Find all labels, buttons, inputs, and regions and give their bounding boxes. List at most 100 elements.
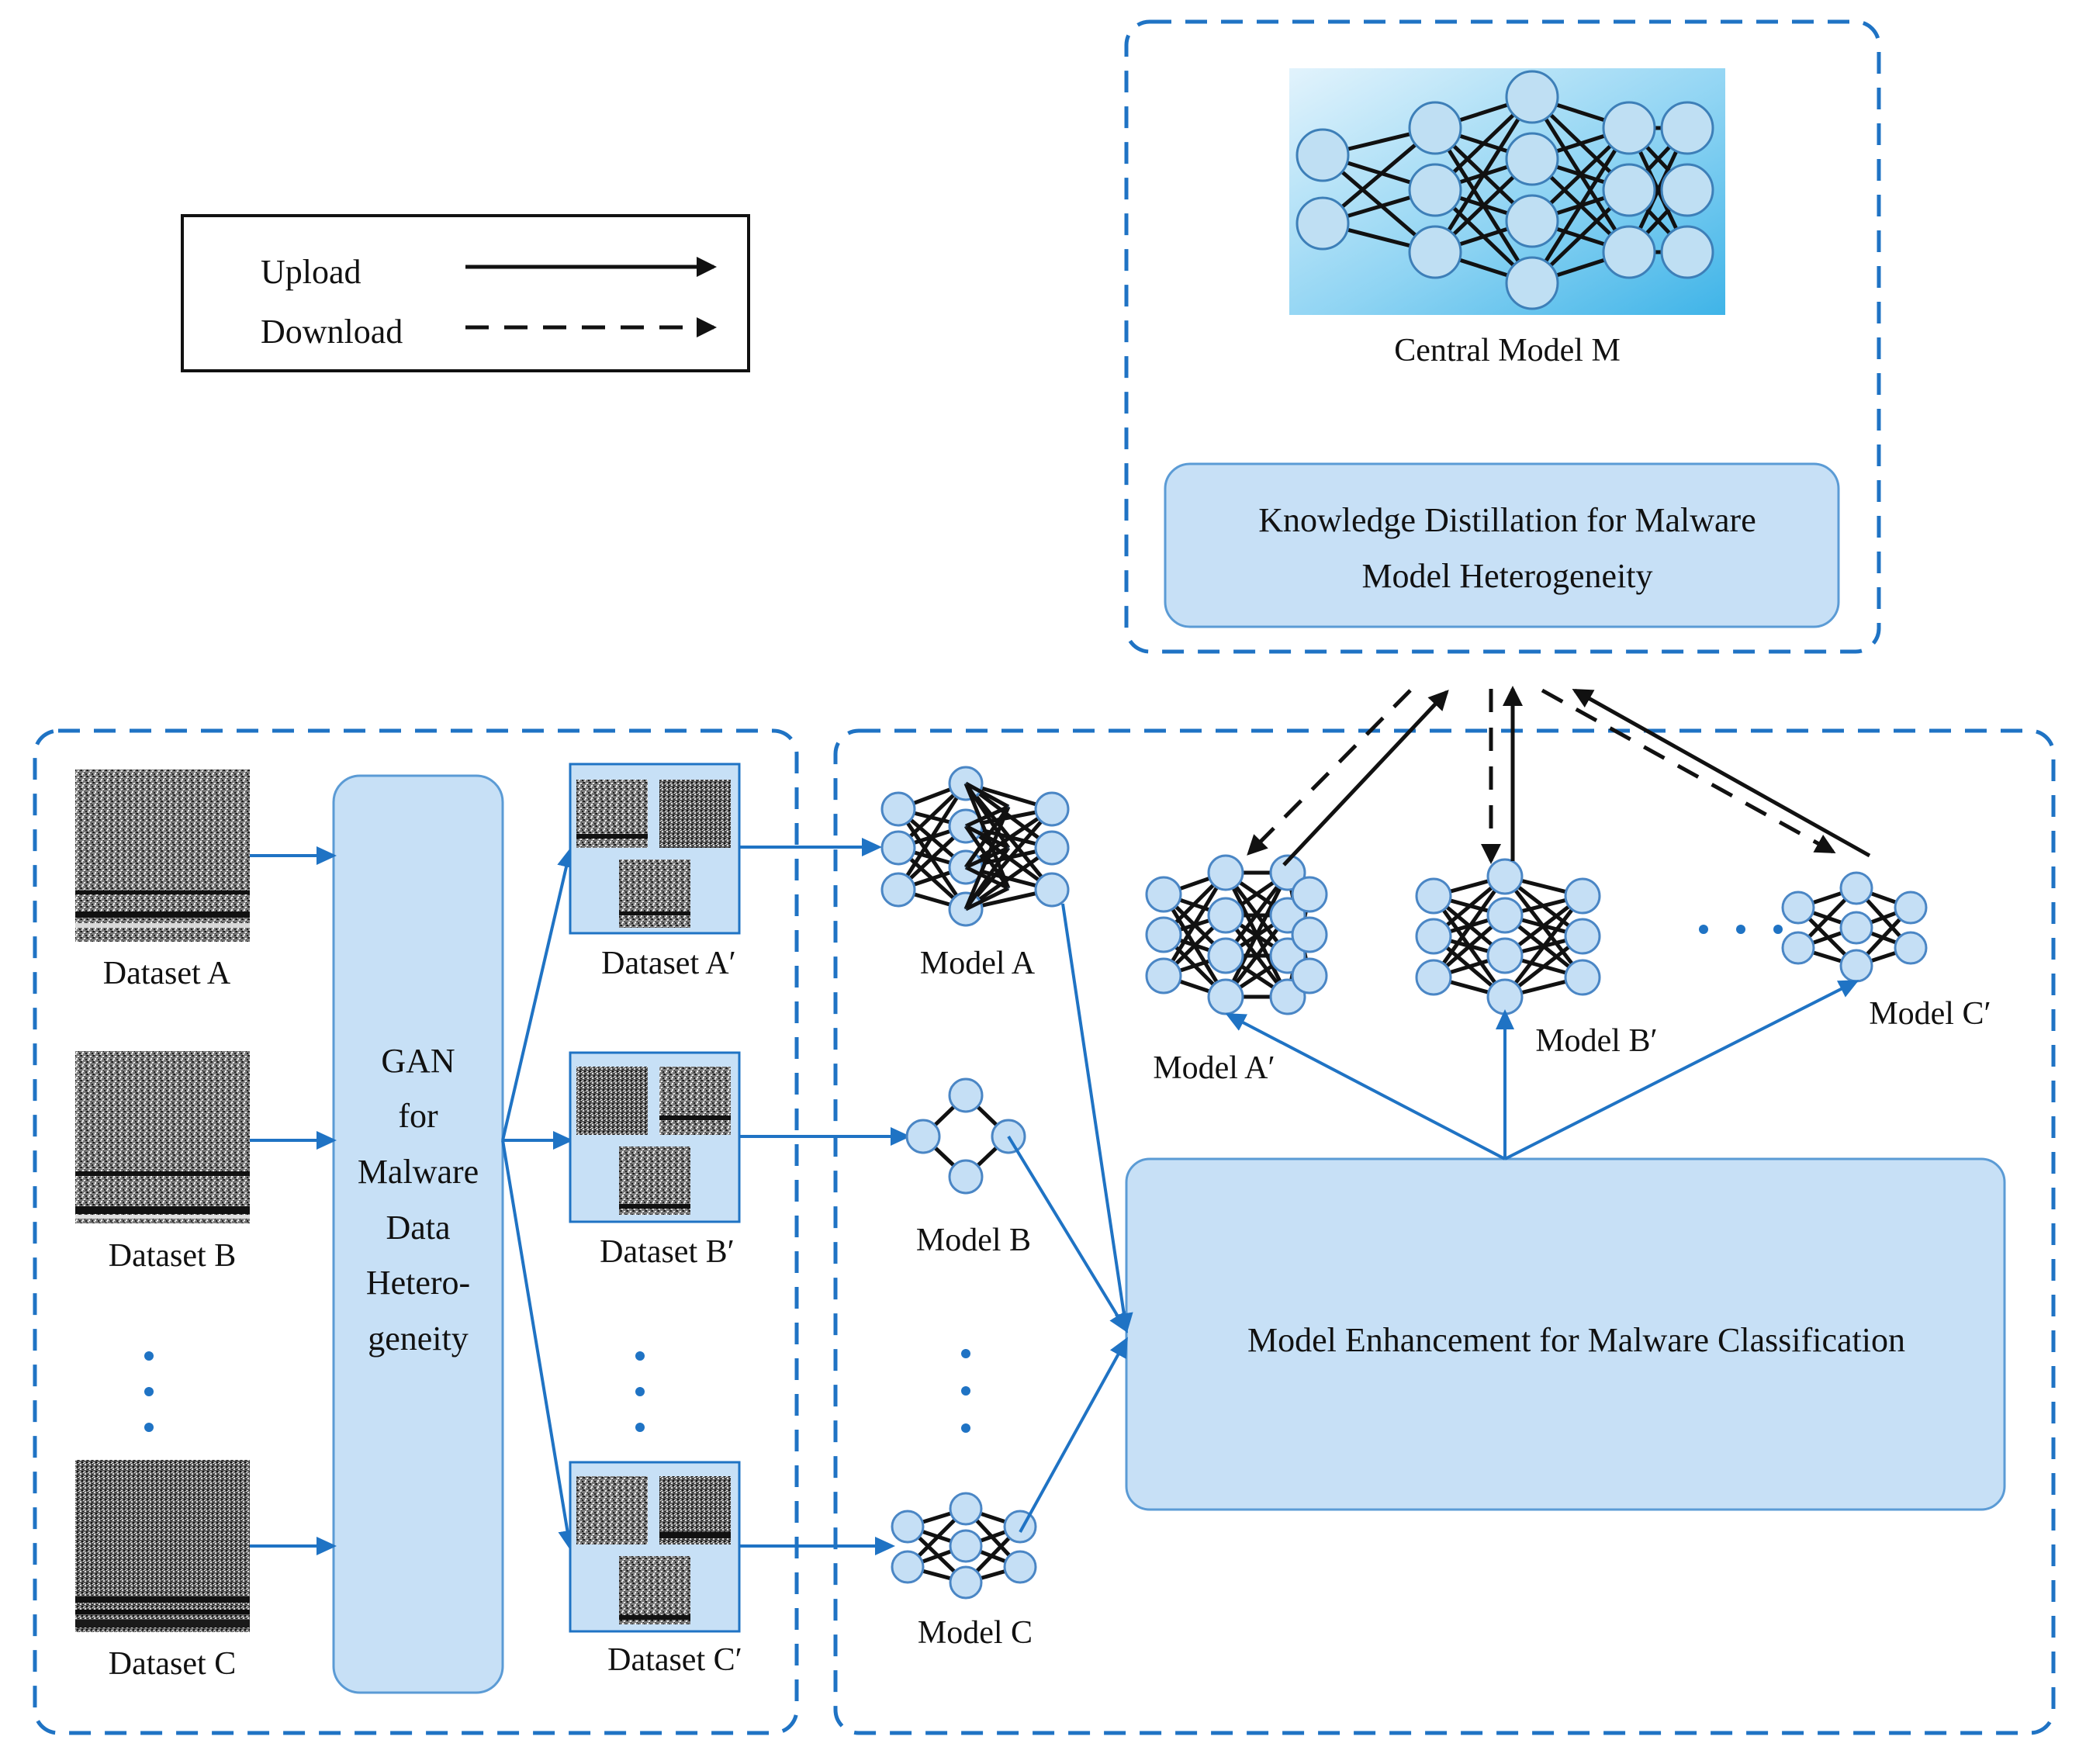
download-arrow-to-model-a-prime (1247, 689, 1412, 856)
network-node (1839, 949, 1873, 983)
network-edge (964, 781, 1010, 809)
dataset-c-prime-label: Dataset C′ (607, 1642, 742, 1678)
legend-download-label: Download (261, 313, 403, 351)
model-dashed-border (833, 728, 2056, 1735)
dataset-c-prime-image (569, 1461, 741, 1633)
network-edge (963, 806, 1011, 910)
model-a-prime-label: Model A′ (1153, 1050, 1275, 1086)
network-edge (964, 804, 1010, 828)
network-edge (1431, 875, 1507, 979)
network-node (1660, 101, 1714, 155)
network-node (880, 791, 916, 827)
legend-upload-label: Upload (261, 253, 361, 291)
legend-box (181, 214, 750, 372)
dataset-a-label: Dataset A (103, 956, 231, 991)
network-node (1505, 194, 1559, 248)
central-model-label: Central Model M (1394, 333, 1621, 368)
network-node (948, 1077, 984, 1113)
network-node (1486, 858, 1524, 895)
model-region: Model A Model B Model C Model Enhancemen… (739, 728, 2056, 1735)
kd-box-line1: Knowledge Distillation for Malware (1258, 501, 1756, 539)
network-node (949, 1492, 983, 1526)
network-node (1408, 225, 1462, 279)
network-node (891, 1510, 925, 1544)
network-node (1894, 891, 1928, 925)
model-a-prime-network (1145, 854, 1328, 1015)
network-node (1486, 937, 1524, 974)
dataset-b-prime-image (569, 1051, 741, 1223)
gan-line-2: for (398, 1097, 438, 1135)
dataset-b-prime-label: Dataset B′ (600, 1234, 735, 1270)
network-edge (964, 808, 1053, 911)
network-node (1564, 959, 1601, 996)
network-node (905, 1119, 941, 1154)
arrow-enhancement-to-model-a-prime (1225, 1013, 1506, 1160)
knowledge-distillation-box (1164, 462, 1840, 628)
network-node (1295, 196, 1350, 251)
gan-line-5: Hetero- (366, 1264, 470, 1302)
network-edge (964, 886, 1010, 911)
network-node (1839, 871, 1873, 905)
arrow-model-a-to-enhancement (1061, 903, 1133, 1333)
enhanced-model-ellipsis (1699, 925, 1783, 934)
network-node (1839, 911, 1873, 945)
network-node (1486, 978, 1524, 1015)
network-node (1564, 918, 1601, 955)
dataset-ellipsis (144, 1351, 154, 1432)
network-edge (963, 805, 1011, 869)
model-b-prime-label: Model B′ (1535, 1023, 1657, 1059)
network-node (1505, 132, 1559, 186)
arrow-gan-to-dataset-a-prime (501, 847, 576, 1141)
network-node (1781, 891, 1815, 925)
model-a-label: Model A (920, 946, 1036, 981)
gan-box-text: GAN for Malware Data Hetero- geneity (358, 1042, 479, 1358)
network-node (880, 872, 916, 908)
dataset-a-prime-label: Dataset A′ (601, 946, 736, 981)
network-node (1602, 101, 1656, 155)
network-node (1145, 876, 1182, 913)
model-enhancement-label: Model Enhancement for Malware Classifica… (1247, 1321, 1905, 1359)
network-node (948, 1159, 984, 1195)
network-node (1269, 854, 1306, 891)
upload-arrow-from-model-c-prime (1572, 688, 1871, 858)
network-node (1505, 70, 1559, 124)
network-node (949, 1529, 983, 1563)
network-node (1505, 256, 1559, 310)
model-b-prime-network (1415, 858, 1601, 1015)
central-model-network (1295, 70, 1714, 310)
network-node (1295, 128, 1350, 182)
model-a-network (880, 766, 1070, 927)
kd-box-line2: Model Heterogeneity (1361, 557, 1652, 595)
network-node (1207, 854, 1244, 891)
network-node (1408, 163, 1462, 217)
model-c-prime-network (1781, 871, 1928, 983)
network-node (1291, 957, 1328, 994)
network-node (1415, 959, 1452, 996)
network-node (949, 1565, 983, 1600)
network-edge (1530, 126, 1631, 285)
dataset-b-image (75, 1051, 250, 1223)
model-c-label: Model C (918, 1615, 1033, 1651)
network-node (1564, 877, 1601, 915)
network-node (1034, 872, 1070, 908)
network-edge (963, 846, 1011, 911)
network-node (891, 1550, 925, 1584)
network-node (1207, 937, 1244, 974)
network-edge (1161, 871, 1228, 977)
network-edge (964, 846, 1053, 911)
server-dashed-border (1124, 19, 1881, 654)
federated-exchange-arrows (1247, 686, 1871, 866)
network-node (1207, 978, 1244, 1015)
network-node (1602, 163, 1656, 217)
gan-line-4: Data (386, 1209, 450, 1247)
gan-box (332, 774, 504, 1694)
dataset-a-prime-image (569, 763, 741, 935)
network-node (1660, 163, 1714, 217)
arrow-gan-to-dataset-c-prime (501, 1140, 577, 1551)
gan-line-6: geneity (368, 1320, 469, 1358)
dataset-ellipsis-generated (635, 1351, 645, 1432)
network-node (1291, 876, 1328, 913)
network-node (1415, 877, 1452, 915)
dataset-b-label: Dataset B (109, 1238, 236, 1274)
network-node (1034, 791, 1070, 827)
